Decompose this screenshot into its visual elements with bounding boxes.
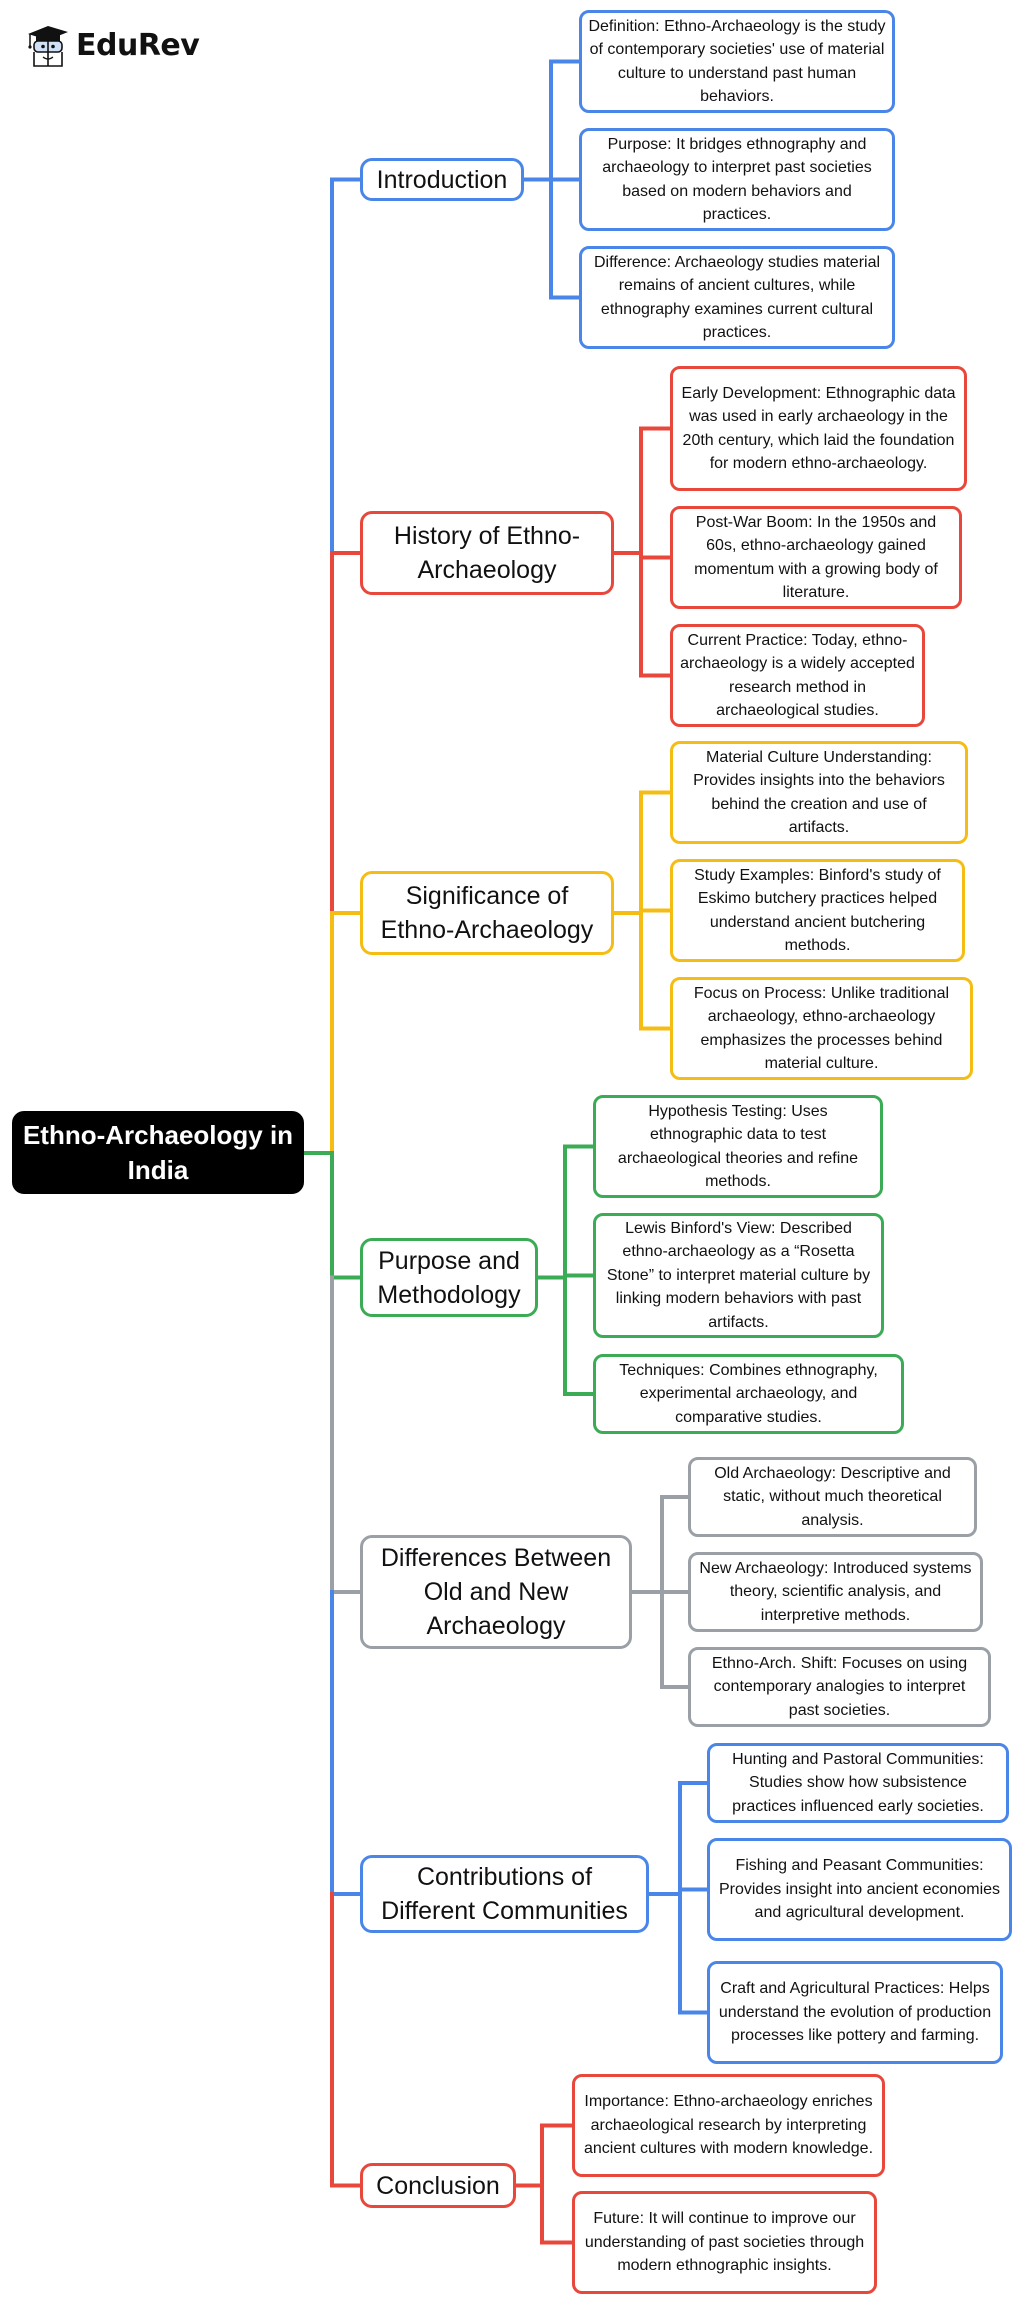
leaf-node[interactable]: Hunting and Pastoral Communities: Studie… [707, 1743, 1009, 1823]
leaf-text: Post-War Boom: In the 1950s and 60s, eth… [694, 513, 938, 602]
leaf-text: Old Archaeology: Descriptive and static,… [714, 1464, 951, 1529]
branch-node-contributions-of-different-communities[interactable]: Contributions of Different Communities [360, 1855, 649, 1933]
leaf-node[interactable]: Importance: Ethno-archaeology enriches a… [572, 2074, 885, 2177]
branch-node-purpose-and-methodology[interactable]: Purpose and Methodology [360, 1238, 538, 1317]
leaf-node[interactable]: Purpose: It bridges ethnography and arch… [579, 128, 895, 231]
leaf-node[interactable]: Material Culture Understanding: Provides… [670, 741, 968, 844]
branch-node-differences-between-old-and-new-archaeol[interactable]: Differences Between Old and New Archaeol… [360, 1535, 632, 1649]
leaf-node[interactable]: Definition: Ethno-Archaeology is the stu… [579, 10, 895, 113]
branch-title: History of Ethno-Archaeology [393, 522, 581, 584]
leaf-text: Early Development: Ethnographic data was… [681, 384, 956, 473]
branch-title: Conclusion [376, 2171, 500, 2200]
leaf-node[interactable]: New Archaeology: Introduced systems theo… [688, 1552, 983, 1632]
leaf-node[interactable]: Early Development: Ethnographic data was… [670, 366, 967, 491]
graduation-cap-mascot-icon [28, 26, 68, 67]
leaf-node[interactable]: Old Archaeology: Descriptive and static,… [688, 1457, 977, 1537]
leaf-node[interactable]: Fishing and Peasant Communities: Provide… [707, 1838, 1012, 1941]
branch-title: Introduction [376, 165, 508, 194]
leaf-text: Fishing and Peasant Communities: Provide… [718, 1857, 1001, 1922]
leaf-text: Techniques: Combines ethnography, experi… [619, 1361, 878, 1426]
branch-title: Differences Between Old and New Archaeol… [380, 1544, 612, 1640]
leaf-node[interactable]: Focus on Process: Unlike traditional arc… [670, 977, 973, 1080]
leaf-text: Hunting and Pastoral Communities: Studie… [732, 1750, 984, 1815]
leaf-text: Purpose: It bridges ethnography and arch… [602, 135, 872, 224]
leaf-text: Lewis Binford's View: Described ethno-ar… [606, 1219, 871, 1331]
leaf-text: New Archaeology: Introduced systems theo… [699, 1559, 972, 1624]
leaf-text: Ethno-Arch. Shift: Focuses on using cont… [711, 1654, 968, 1719]
root-title: Ethno-Archaeology in India [22, 1119, 294, 1185]
leaf-node[interactable]: Study Examples: Binford's study of Eskim… [670, 859, 965, 962]
leaf-text: Current Practice: Today, ethno-archaeolo… [680, 631, 915, 720]
leaf-text: Study Examples: Binford's study of Eskim… [694, 866, 941, 955]
leaf-text: Importance: Ethno-archaeology enriches a… [583, 2093, 874, 2158]
branch-node-significance-of-ethno-archaeology[interactable]: Significance of Ethno-Archaeology [360, 871, 614, 955]
leaf-node[interactable]: Post-War Boom: In the 1950s and 60s, eth… [670, 506, 962, 609]
brand-name: EduRev [76, 27, 200, 63]
branch-node-history-of-ethno-archaeology[interactable]: History of Ethno-Archaeology [360, 511, 614, 595]
branch-title: Significance of Ethno-Archaeology [380, 882, 594, 944]
leaf-node[interactable]: Lewis Binford's View: Described ethno-ar… [593, 1213, 884, 1338]
leaf-text: Focus on Process: Unlike traditional arc… [693, 984, 950, 1073]
branch-node-conclusion[interactable]: Conclusion [360, 2163, 516, 2208]
leaf-text: Hypothesis Testing: Uses ethnographic da… [617, 1102, 859, 1191]
leaf-text: Future: It will continue to improve our … [584, 2210, 865, 2275]
edurev-logo: EduRev [24, 22, 200, 68]
branch-title: Contributions of Different Communities [381, 1863, 628, 1925]
leaf-node[interactable]: Hypothesis Testing: Uses ethnographic da… [593, 1095, 883, 1198]
leaf-text: Material Culture Understanding: Provides… [693, 748, 945, 837]
leaf-node[interactable]: Techniques: Combines ethnography, experi… [593, 1354, 904, 1434]
root-node[interactable]: Ethno-Archaeology in India [12, 1111, 304, 1194]
branch-node-introduction[interactable]: Introduction [360, 158, 524, 201]
branch-title: Purpose and Methodology [377, 1246, 521, 1309]
leaf-node[interactable]: Craft and Agricultural Practices: Helps … [707, 1961, 1003, 2064]
leaf-text: Difference: Archaeology studies material… [593, 253, 881, 342]
leaf-node[interactable]: Difference: Archaeology studies material… [579, 246, 895, 349]
leaf-node[interactable]: Current Practice: Today, ethno-archaeolo… [670, 624, 925, 727]
leaf-text: Craft and Agricultural Practices: Helps … [718, 1980, 992, 2045]
leaf-text: Definition: Ethno-Archaeology is the stu… [588, 17, 886, 106]
leaf-node[interactable]: Future: It will continue to improve our … [572, 2191, 877, 2294]
leaf-node[interactable]: Ethno-Arch. Shift: Focuses on using cont… [688, 1647, 991, 1727]
